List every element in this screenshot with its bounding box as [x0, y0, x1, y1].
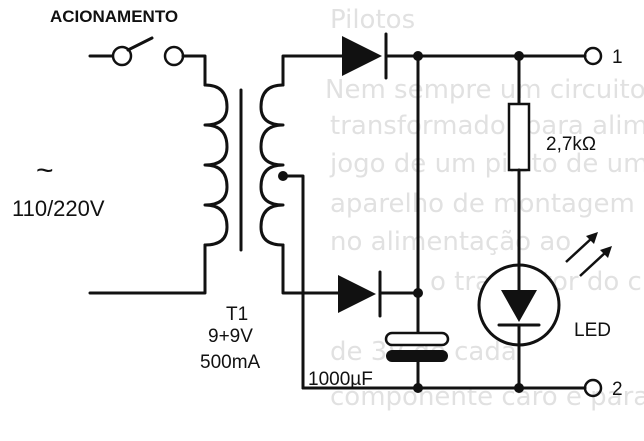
terminal-2-label: 2	[612, 379, 623, 400]
resistor-value: 2,7kΩ	[546, 134, 596, 155]
rectifier-diode-top	[323, 32, 587, 80]
terminal-1	[583, 46, 603, 66]
bg-line-2: Nem sempre um circuito	[325, 75, 644, 105]
resistor	[507, 54, 531, 265]
transformer-rating: 9+9V	[208, 326, 253, 347]
bg-line-3: transformador para alimentar	[330, 111, 644, 141]
led	[477, 261, 561, 390]
power-switch	[88, 36, 207, 87]
transformer-current: 500mA	[200, 352, 261, 373]
rectifier-diode-bottom	[323, 270, 420, 318]
filter-capacitor	[384, 54, 450, 390]
bg-line-1: Pilotos	[330, 5, 415, 35]
mains-voltage-label: 110/220V	[12, 196, 105, 221]
ac-symbol: ~	[36, 154, 54, 187]
transformer-ref: T1	[226, 304, 248, 325]
bg-line-6: no alimentação ao	[330, 227, 571, 257]
led-label: LED	[574, 320, 611, 341]
switch-label: ACIONAMENTO	[50, 7, 178, 26]
bg-line-4: jogo de um piloto de um	[329, 149, 644, 179]
transformer-secondary	[259, 54, 327, 390]
transformer-primary	[88, 83, 229, 295]
terminal-1-label: 1	[612, 47, 623, 68]
light-emission-arrows	[565, 232, 612, 277]
background-text: Pilotos Nem sempre um circuito transform…	[325, 5, 644, 412]
capacitor-value: 1000µF	[308, 369, 373, 390]
bg-line-5: aparelho de montagem	[330, 189, 635, 219]
terminal-2	[583, 378, 603, 398]
